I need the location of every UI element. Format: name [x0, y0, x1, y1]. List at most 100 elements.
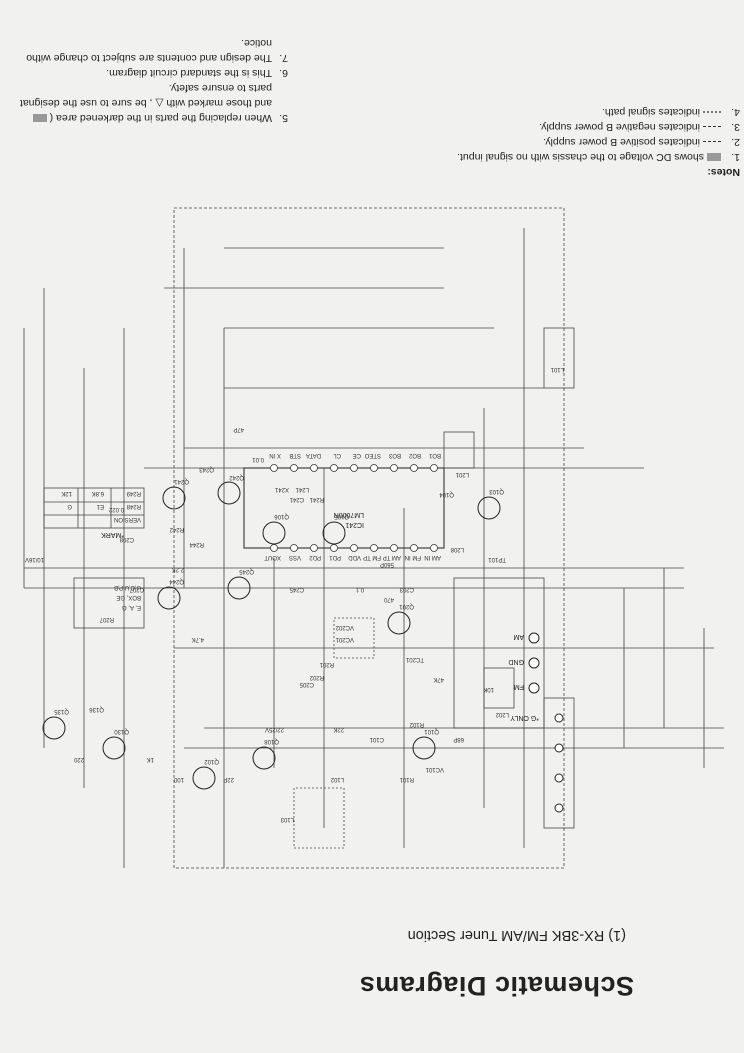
input-terminal-strip	[543, 697, 575, 829]
transistor-q201-icon	[387, 611, 411, 635]
svg-text:560P: 560P	[380, 561, 394, 567]
svg-text:*MARK: *MARK	[101, 531, 124, 538]
svg-text:2.2K: 2.2K	[172, 566, 184, 572]
gnd-jack-icon	[528, 657, 540, 669]
ic-part-label: LM7000N	[334, 511, 364, 518]
note-item: and those marked with △ , be sure to use…	[19, 97, 272, 109]
svg-text:Q105: Q105	[334, 513, 349, 519]
transistor-q135-icon	[42, 716, 66, 740]
svg-text:L202: L202	[495, 711, 509, 717]
svg-text:U,C,U,P,B: U,C,U,P,B	[114, 584, 141, 590]
svg-text:10K: 10K	[483, 686, 494, 692]
svg-text:R102: R102	[409, 721, 424, 727]
svg-text:220: 220	[73, 756, 84, 762]
wires	[23, 207, 724, 869]
fm-label: FM	[514, 683, 524, 690]
svg-text:R241: R241	[309, 496, 324, 502]
schematic-labels: IC241 LM7000N AM IN FM IN AM TP FM TP VD…	[25, 366, 564, 822]
ic-ref-label: IC241	[345, 521, 364, 528]
version-box-2	[73, 577, 145, 629]
svg-text:TP101: TP101	[488, 556, 506, 562]
svg-text:R207: R207	[99, 616, 114, 622]
svg-text:4.7K: 4.7K	[192, 636, 204, 642]
svg-text:22P: 22P	[223, 776, 234, 782]
transistor-q103-icon	[477, 496, 501, 520]
tuner-schematic: IC241 LM7000N AM IN FM IN AM TP FM TP VD…	[23, 207, 724, 869]
svg-text:L208: L208	[450, 546, 464, 552]
svg-text:TC201: TC201	[405, 656, 424, 662]
signal-path-icon	[703, 110, 721, 113]
svg-text:R244: R244	[189, 541, 204, 547]
svg-text:E, A, G: E, A, G	[122, 604, 141, 610]
section-title: (1) RX-3BK FM/AM Tuner Section	[407, 927, 626, 943]
svg-text:BOX, GE: BOX, GE	[116, 594, 141, 600]
svg-text:R242: R242	[169, 526, 184, 532]
note-item: parts to ensure safety.	[168, 82, 272, 94]
svg-text:AM IN: AM IN	[424, 554, 441, 560]
svg-text:Q108: Q108	[264, 738, 279, 744]
svg-text:0.01: 0.01	[252, 456, 264, 462]
antenna-terminal-box	[453, 577, 545, 729]
svg-text:C245: C245	[289, 586, 304, 592]
note-item: notice.	[241, 37, 272, 49]
svg-text:BO3: BO3	[388, 452, 401, 458]
note-item: 1.shows DC voltage to the chassis with n…	[457, 151, 740, 163]
svg-text:*G ONLY: *G ONLY	[510, 714, 539, 721]
svg-text:Q201: Q201	[399, 603, 414, 609]
svg-text:R248: R248	[126, 503, 141, 509]
svg-text:Q130: Q130	[114, 728, 129, 734]
svg-text:C205: C205	[299, 681, 314, 687]
connector-jacks	[528, 632, 564, 813]
positive-b-line-icon	[703, 141, 721, 143]
svg-text:10/16V: 10/16V	[25, 556, 44, 562]
svg-text:Q103: Q103	[489, 488, 504, 494]
svg-text:68P: 68P	[453, 736, 464, 742]
dc-voltage-swatch-icon	[707, 152, 721, 161]
svg-text:Q104: Q104	[439, 491, 454, 497]
note-item: 6.This is the standard circuit diagram.	[106, 67, 288, 79]
svg-text:L201: L201	[455, 471, 469, 477]
note-item: 5.When replacing the parts in the darken…	[0, 110, 288, 125]
ic-pins	[270, 464, 438, 552]
transistor-q244-icon	[157, 586, 181, 610]
transistor-q108-icon	[252, 746, 276, 770]
version-table	[43, 487, 145, 529]
negative-b-line-icon	[703, 126, 721, 128]
svg-text:FM TP: FM TP	[363, 554, 381, 560]
notes-block: Notes: 1.shows DC voltage to the chassis…	[457, 104, 740, 179]
svg-text:X241: X241	[274, 486, 289, 492]
transistor-q106-icon	[262, 521, 286, 545]
fm-jack-icon	[528, 682, 540, 694]
svg-text:C241: C241	[289, 496, 304, 502]
svg-text:0.022: 0.022	[108, 506, 124, 512]
svg-text:R101: R101	[399, 776, 414, 782]
svg-text:E1: E1	[96, 503, 104, 509]
svg-text:R202: R202	[309, 674, 324, 680]
svg-text:BO2: BO2	[408, 452, 421, 458]
svg-text:AM TP: AM TP	[383, 554, 401, 560]
am-label: AM	[513, 633, 524, 640]
svg-text:PD2: PD2	[309, 554, 321, 560]
svg-text:0.1: 0.1	[355, 586, 364, 592]
gnd-label: GND	[508, 658, 524, 665]
svg-text:VSS: VSS	[289, 554, 301, 560]
svg-text:1K: 1K	[147, 756, 154, 762]
svg-text:BO1: BO1	[428, 452, 441, 458]
note-item: 4.indicates signal path.	[601, 106, 740, 118]
svg-text:47K: 47K	[433, 676, 444, 682]
svg-text:Q101: Q101	[424, 728, 439, 734]
svg-text:X IN: X IN	[269, 452, 281, 458]
svg-text:22/25V: 22/25V	[265, 726, 284, 732]
svg-text:47P: 47P	[233, 426, 244, 432]
svg-text:VC201: VC201	[335, 636, 354, 642]
svg-text:Q241: Q241	[174, 478, 189, 484]
svg-text:XOUT: XOUT	[264, 554, 281, 560]
svg-text:CE: CE	[353, 452, 361, 458]
svg-text:G: G	[67, 503, 72, 509]
svg-text:Q245: Q245	[239, 568, 254, 574]
note-item: 3.indicates negative B power supply.	[539, 121, 740, 133]
svg-text:6.8K: 6.8K	[92, 490, 104, 496]
note-item: 7.The design and contents are subject to…	[26, 52, 288, 64]
svg-text:Q136: Q136	[89, 706, 104, 712]
svg-text:STEO: STEO	[364, 452, 381, 458]
